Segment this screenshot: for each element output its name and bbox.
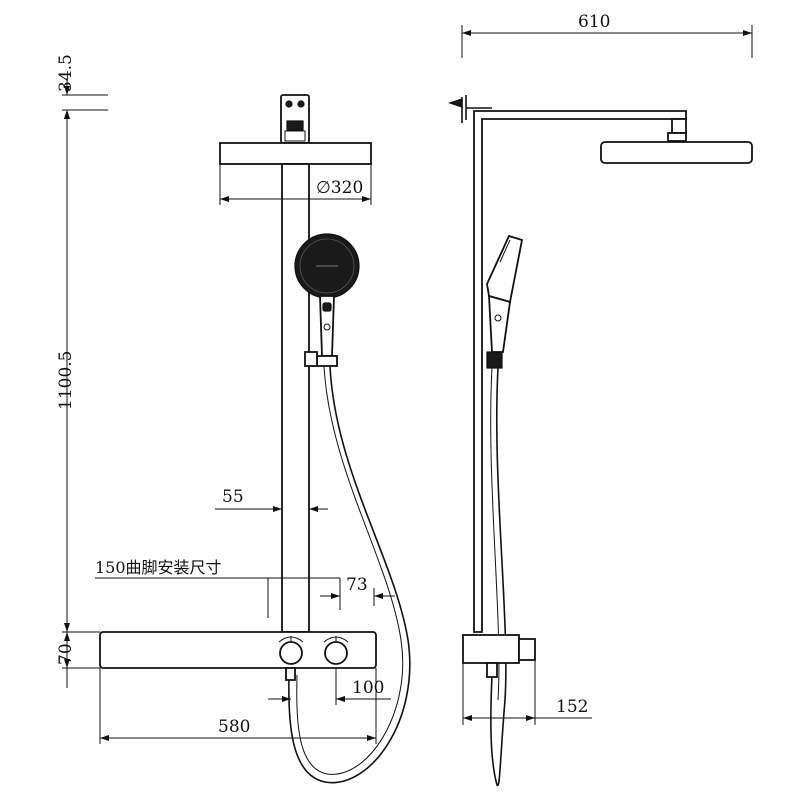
lower-outlet: [285, 667, 296, 681]
side-hose-icon: [490, 367, 507, 787]
dim-head-diameter: ∅320: [219, 164, 372, 205]
dim-shelf-width: 580: [99, 668, 377, 744]
hose-icon: [288, 365, 411, 784]
wall-bracket: [448, 95, 492, 123]
svg-text:55: 55: [222, 487, 244, 507]
svg-text:610: 610: [578, 12, 610, 32]
svg-text:70: 70: [56, 643, 76, 665]
svg-text:152: 152: [556, 697, 588, 717]
svg-text:1100.5: 1100.5: [56, 351, 76, 410]
svg-text:150曲脚安装尺寸: 150曲脚安装尺寸: [95, 558, 222, 577]
svg-text:100: 100: [352, 678, 384, 698]
dim-top-bracket: 34.5: [56, 54, 108, 127]
side-knob: [518, 638, 536, 661]
dim-cc-offset: 73: [320, 575, 395, 606]
dim-arm-reach: 610: [461, 12, 753, 58]
side-shower-head-icon: [600, 141, 753, 164]
shower-head-icon: [219, 142, 372, 165]
svg-text:34.5: 34.5: [56, 54, 76, 92]
svg-text:∅320: ∅320: [316, 178, 363, 198]
dim-depth: 152: [462, 660, 592, 725]
front-view: 34.5 1100.5 70 ∅320 55: [56, 54, 411, 784]
dim-total-height: 1100.5: [56, 110, 100, 633]
svg-text:580: 580: [218, 717, 250, 737]
arm-nut: [667, 132, 687, 142]
riser-bar: [281, 163, 310, 633]
side-view: 610 152: [448, 12, 753, 787]
side-outlet: [486, 662, 498, 678]
svg-text:73: 73: [346, 575, 368, 595]
dim-install-note: 150曲脚安装尺寸: [95, 558, 341, 618]
dim-bar-width: 55: [215, 487, 328, 512]
thermostat-shelf: [99, 631, 377, 669]
overhead-arm: [473, 110, 687, 633]
dim-shelf-height: 70: [56, 632, 100, 688]
arm-connector: [671, 118, 687, 134]
thermostat-knob-icon: [278, 636, 304, 665]
flow-knob-icon: [323, 636, 349, 665]
top-connector: [280, 94, 310, 144]
hand-shower-icon: [294, 233, 360, 367]
side-thermostat-body: [462, 634, 520, 664]
side-hand-shower-icon: [486, 234, 524, 369]
